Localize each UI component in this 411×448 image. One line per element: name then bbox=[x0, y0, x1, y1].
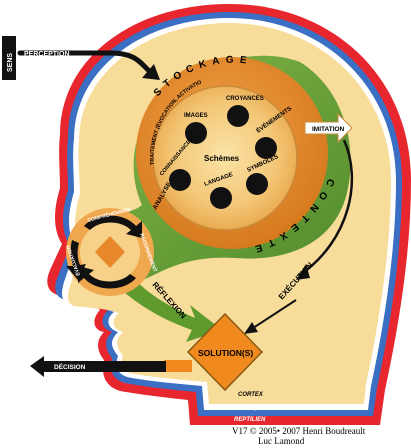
execution-arrowhead bbox=[296, 264, 310, 280]
images-label: IMAGES bbox=[184, 113, 208, 119]
solution-arrowhead bbox=[244, 322, 258, 334]
credit-line-2: Luc Lamond bbox=[258, 436, 305, 446]
processing-arrow-top bbox=[84, 215, 142, 238]
reptilien-label: REPTILIEN bbox=[234, 417, 266, 423]
processing-arrow-left bbox=[66, 240, 86, 280]
perception-label: PERCEPTION bbox=[24, 51, 70, 58]
imitation-arrow bbox=[304, 112, 353, 144]
decision-label: DÉCISION bbox=[54, 362, 86, 371]
schemes-label: Schèmes bbox=[204, 154, 240, 163]
decision-bar bbox=[164, 360, 192, 372]
scheme-dot-images bbox=[185, 122, 207, 144]
scheme-dot-croyances bbox=[227, 105, 249, 127]
scheme-dot-evenements bbox=[255, 137, 277, 159]
processing-arrow-bottom bbox=[78, 266, 136, 289]
processing-center bbox=[95, 236, 125, 268]
croyances-label: CROYANCES bbox=[226, 96, 264, 102]
solution-diamond bbox=[186, 312, 264, 392]
solution-arrow bbox=[249, 299, 297, 331]
sens-box bbox=[2, 36, 16, 80]
scheme-dot-langage bbox=[210, 187, 232, 209]
execution-arrow bbox=[299, 139, 354, 277]
solutions-label: SOLUTION(S) bbox=[198, 348, 253, 358]
scheme-dot-symboles bbox=[246, 173, 268, 195]
perception-arrow bbox=[17, 50, 153, 75]
sens-label: SENS bbox=[7, 53, 14, 72]
cortex-label: CORTEX bbox=[238, 392, 264, 398]
limbique-label: LIMBIQUE bbox=[236, 405, 266, 411]
imitation-label: IMITATION bbox=[312, 126, 345, 133]
scheme-dot-connaissances bbox=[169, 169, 191, 191]
credit-line-1: V17 © 2005• 2007 Henri Boudreault bbox=[232, 426, 366, 436]
decision-arrow bbox=[30, 356, 166, 377]
perception-arrowhead bbox=[142, 64, 160, 80]
